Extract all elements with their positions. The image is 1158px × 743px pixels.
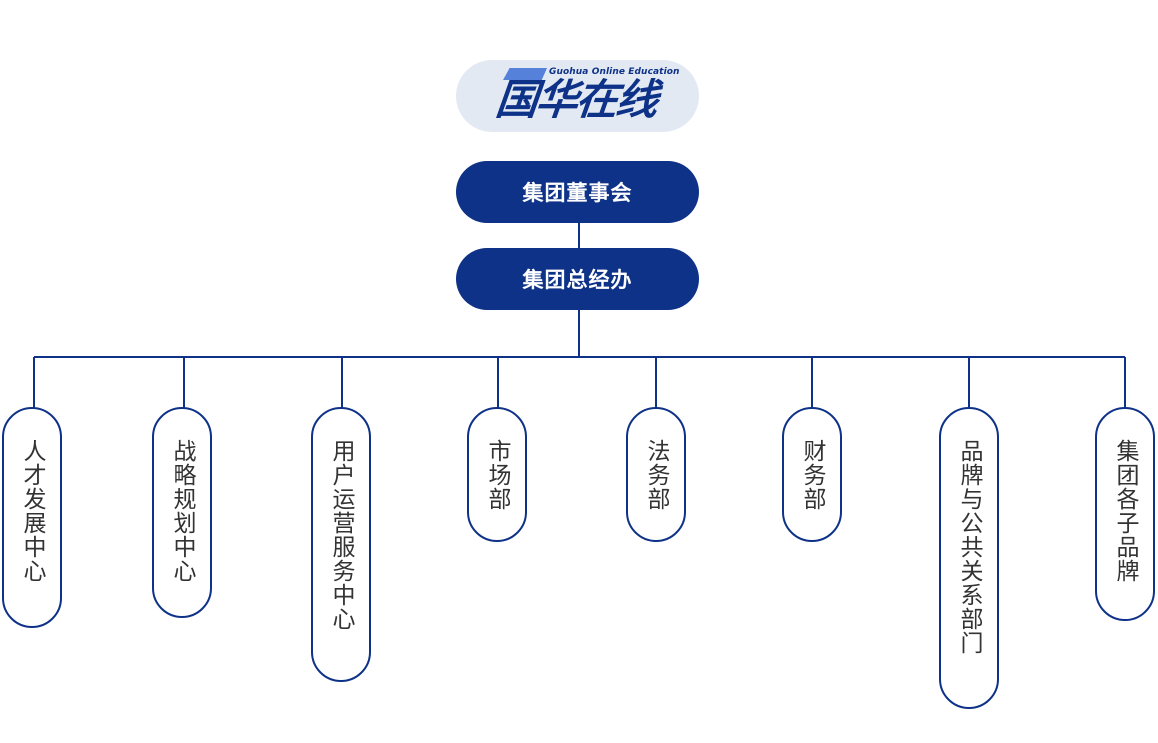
department-node-brand-public-relations: 品牌与公共关系部门 bbox=[939, 407, 999, 709]
open-book-icon bbox=[503, 68, 547, 80]
department-node-legal: 法务部 bbox=[626, 407, 686, 542]
department-node-group-sub-brands: 集团各子品牌 bbox=[1095, 407, 1155, 621]
department-node-strategic-planning: 战略规划中心 bbox=[152, 407, 212, 618]
department-node-talent-development: 人才发展中心 bbox=[2, 407, 62, 628]
department-label: 财务部 bbox=[799, 439, 825, 511]
department-label: 人才发展中心 bbox=[19, 439, 45, 583]
logo-english-text: Guohua Online Education bbox=[549, 67, 680, 77]
department-label: 法务部 bbox=[643, 439, 669, 511]
board-of-directors-node: 集团董事会 bbox=[456, 161, 699, 223]
logo-chinese-text: 国华在线 bbox=[493, 75, 659, 124]
department-label: 集团各子品牌 bbox=[1112, 439, 1138, 583]
department-label: 战略规划中心 bbox=[169, 439, 195, 583]
department-label: 用户运营服务中心 bbox=[328, 439, 354, 631]
department-node-user-operations: 用户运营服务中心 bbox=[311, 407, 371, 682]
department-label: 品牌与公共关系部门 bbox=[956, 439, 982, 655]
company-logo: Guohua Online Education 国华在线 bbox=[456, 60, 699, 132]
department-node-finance: 财务部 bbox=[782, 407, 842, 542]
general-manager-office-node: 集团总经办 bbox=[456, 248, 699, 310]
department-label: 市场部 bbox=[484, 439, 510, 511]
department-node-marketing: 市场部 bbox=[467, 407, 527, 542]
